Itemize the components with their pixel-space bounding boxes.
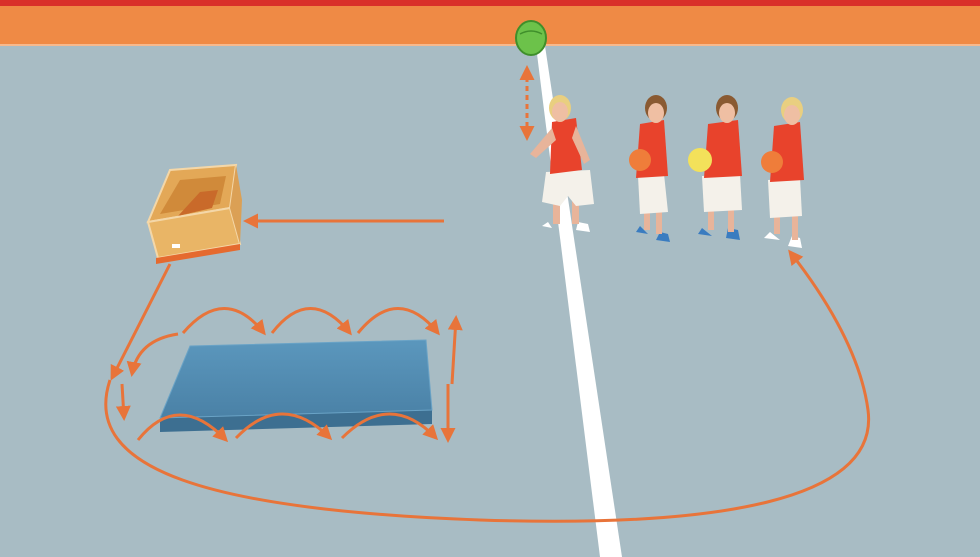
gym-wall — [0, 0, 980, 46]
green-ball-icon — [516, 21, 546, 55]
gym-mat-icon — [160, 340, 432, 432]
